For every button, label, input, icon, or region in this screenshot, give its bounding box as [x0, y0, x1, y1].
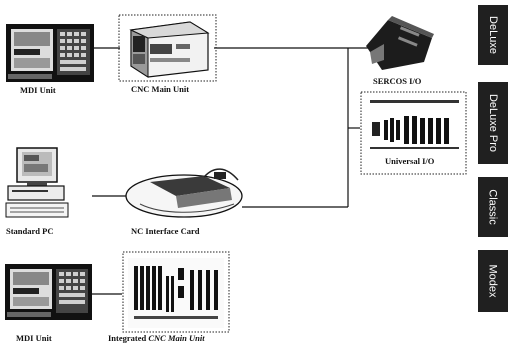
integrated-main-unit-image	[122, 251, 230, 333]
universal-io-image	[360, 91, 467, 175]
side-tab-classic-label: Classic	[487, 189, 500, 225]
integrated-main-unit-label: Integrated CNC Main Unit	[108, 333, 205, 343]
connection-lines	[92, 47, 370, 295]
integrated-main-unit-label-prefix: Integrated	[108, 333, 147, 343]
side-tab-modex-label: Modex	[487, 264, 499, 298]
nc-interface-card-image	[125, 168, 243, 218]
universal-io-label: Universal I/O	[385, 156, 435, 166]
cnc-main-unit-image	[118, 14, 217, 82]
side-tab-deluxe-pro[interactable]: DeLuxe Pro	[478, 82, 508, 164]
mdi-unit-bottom-label: MDI Unit	[16, 333, 52, 343]
side-tab-deluxe-pro-label: DeLuxe Pro	[487, 93, 499, 153]
sercos-io-label: SERCOS I/O	[373, 76, 422, 86]
sercos-io-image	[366, 16, 434, 70]
integrated-main-unit-label-italic: CNC Main Unit	[148, 333, 205, 343]
standard-pc-image	[5, 147, 69, 218]
nc-interface-card-label: NC Interface Card	[131, 226, 200, 236]
side-tab-classic[interactable]: Classic	[478, 177, 508, 237]
mdi-unit-top-image	[6, 24, 94, 82]
side-tab-modex[interactable]: Modex	[478, 250, 508, 312]
standard-pc-label: Standard PC	[6, 226, 54, 236]
mdi-unit-top-label: MDI Unit	[20, 85, 56, 95]
mdi-unit-bottom-image	[5, 264, 92, 320]
cnc-main-unit-label: CNC Main Unit	[131, 84, 190, 94]
side-tab-deluxe[interactable]: DeLuxe	[478, 5, 508, 65]
side-tab-deluxe-label: DeLuxe	[487, 16, 500, 54]
